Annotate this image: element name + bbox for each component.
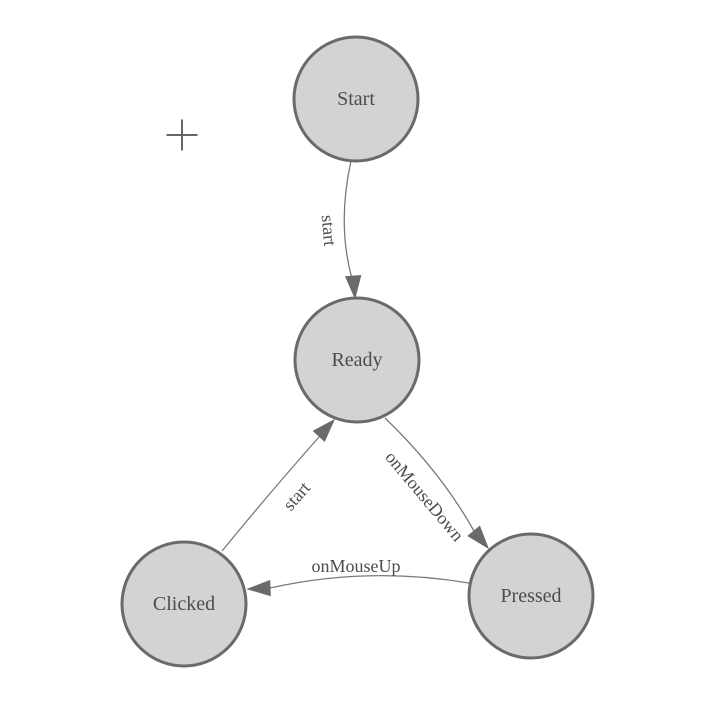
node-start-label: Start <box>337 88 375 110</box>
node-clicked-label: Clicked <box>153 593 215 615</box>
arrowhead-icon <box>467 525 489 550</box>
node-start[interactable]: Start <box>292 35 420 163</box>
node-pressed-label: Pressed <box>500 585 561 607</box>
edge-label-start: start <box>318 214 341 247</box>
node-start-shape[interactable] <box>292 35 420 163</box>
edge-line[interactable] <box>269 574 470 589</box>
edge-clicked-to-ready[interactable]: start <box>221 418 336 552</box>
plus-crosshair-icon <box>166 119 198 151</box>
node-clicked[interactable]: Clicked <box>120 540 248 668</box>
node-ready-label: Ready <box>331 349 382 371</box>
edge-label-onmousedown: onMouseDown <box>381 447 468 545</box>
edge-pressed-to-clicked[interactable]: onMouseUp <box>246 556 470 597</box>
edge-label-onmouseup: onMouseUp <box>312 556 401 576</box>
arrowhead-icon <box>246 579 271 597</box>
node-ready[interactable]: Ready <box>293 296 421 424</box>
arrowhead-icon <box>344 274 362 300</box>
arrowhead-icon <box>312 418 336 443</box>
edge-label-start2: start <box>279 478 314 515</box>
node-clicked-shape[interactable] <box>120 540 248 668</box>
node-pressed-shape[interactable] <box>467 532 595 660</box>
edge-start-to-ready[interactable]: start <box>318 160 362 300</box>
node-pressed[interactable]: Pressed <box>467 532 595 660</box>
edge-line[interactable] <box>343 160 353 280</box>
edge-ready-to-pressed[interactable]: onMouseDown <box>381 417 489 550</box>
node-ready-shape[interactable] <box>293 296 421 424</box>
edge-line[interactable] <box>384 417 475 532</box>
edge-line[interactable] <box>221 436 320 552</box>
